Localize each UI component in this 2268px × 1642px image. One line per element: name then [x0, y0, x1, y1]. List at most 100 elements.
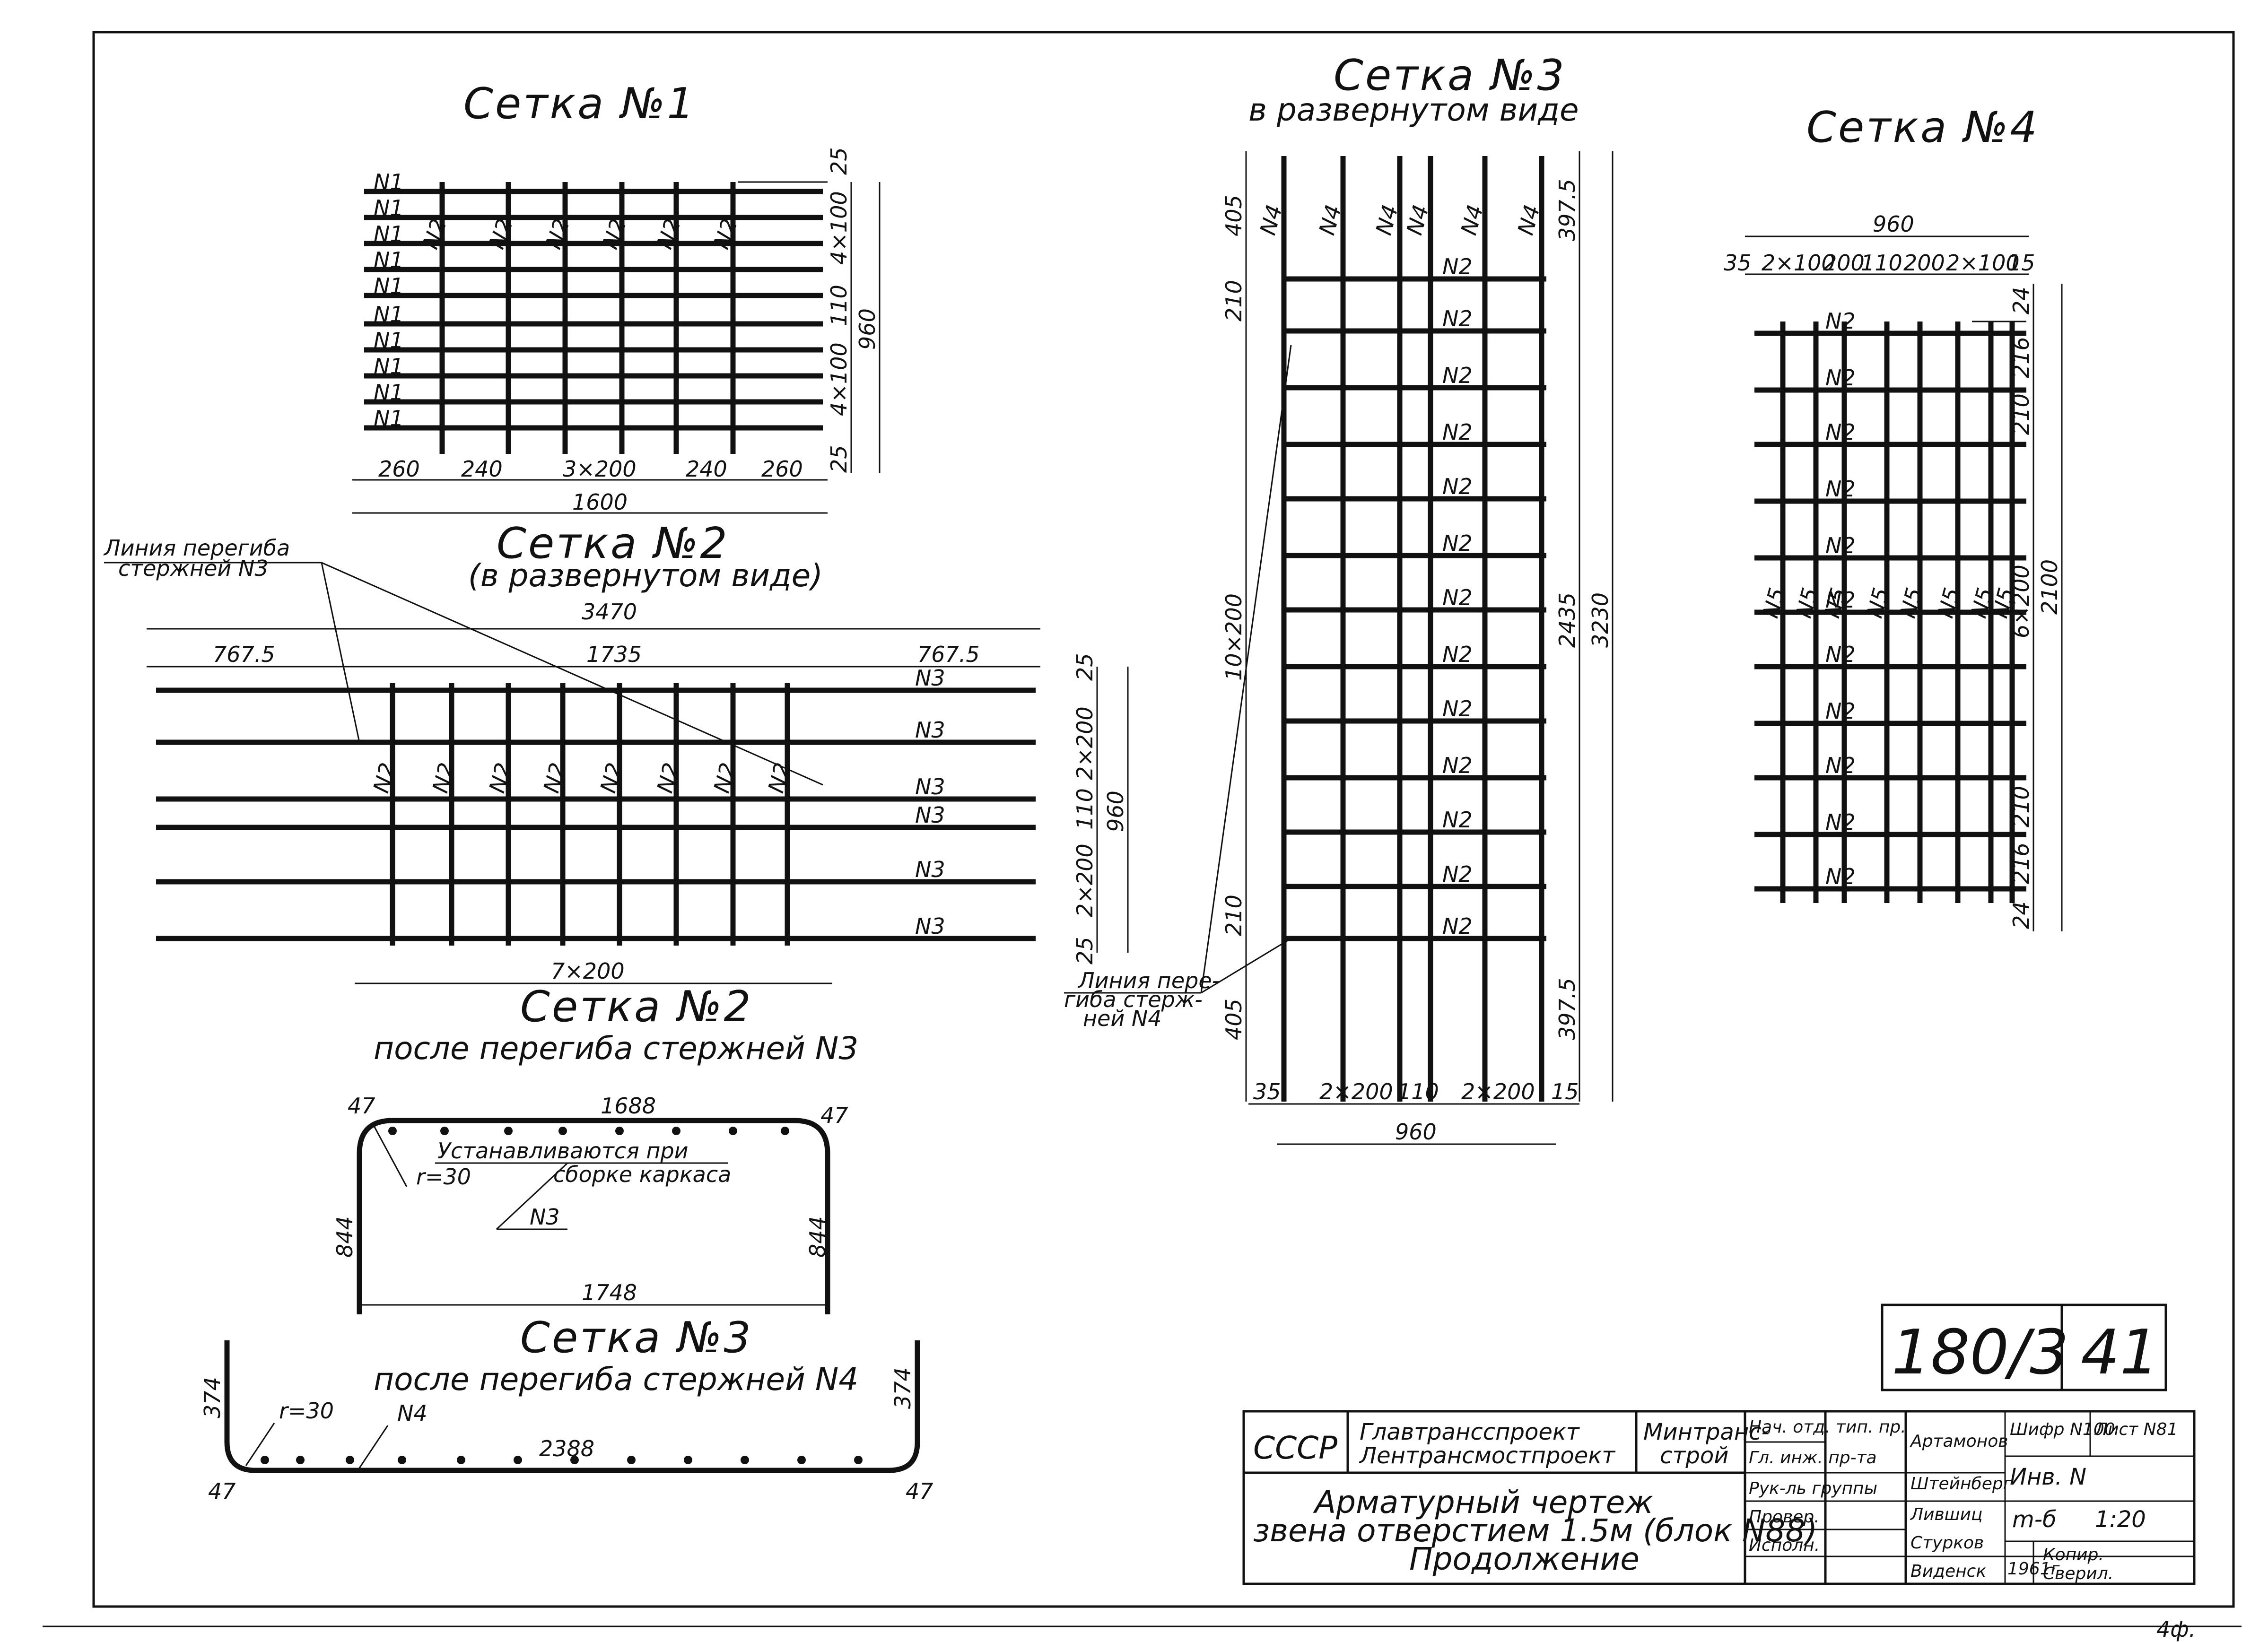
mesh-2-rdim-3: 110 — [1072, 788, 1098, 830]
title-block-frame — [1242, 1410, 2196, 1585]
mesh-4-label-n2: N2 — [1825, 753, 1856, 778]
mesh-2-bent-note-1: Устанавливаются при — [437, 1138, 689, 1164]
mesh-2-bent-dot — [615, 1127, 624, 1135]
mesh-3-bent-dim-corner-left: 47 — [208, 1478, 236, 1504]
mesh-4-label-n2: N2 — [1825, 809, 1856, 835]
tb-role-3: Рук-ль группы — [1749, 1479, 1877, 1498]
mesh-2-bent-radius-leader — [373, 1125, 408, 1187]
mesh-2-label-n3: N3 — [915, 857, 945, 882]
mesh-2-bent-title: Сетка №2 — [520, 982, 753, 1032]
mesh-2-bent-dim-corner-left: 47 — [348, 1093, 375, 1119]
mesh-3-ldim-1: 405 — [1221, 195, 1247, 236]
mesh-3-label-n2: N2 — [1442, 254, 1473, 279]
mesh-2-bent-bar-leader — [496, 1162, 568, 1230]
mesh-1-label-n1: N1 — [374, 302, 404, 327]
mesh-4-rdim-total: 2100 — [2037, 559, 2062, 615]
mesh-3-bend-note-3: ней N4 — [1083, 1006, 1162, 1031]
tb-inv: Инв. N — [2010, 1464, 2086, 1490]
mesh-4-dim-1: 35 — [1724, 250, 1752, 276]
format-label: 4ф. — [2156, 1616, 2196, 1642]
mesh-3-bent-dot — [346, 1456, 354, 1464]
mesh-3-dim-1: 35 — [1253, 1079, 1281, 1104]
mesh-1-label-n1: N1 — [374, 221, 404, 247]
mesh-3-label-n2: N2 — [1442, 913, 1473, 939]
mesh-2-rdim-1: 25 — [1072, 653, 1098, 681]
tb-sheet: Лист N81 — [2094, 1420, 2178, 1439]
mesh-4-rdim-3: 210 — [2008, 393, 2034, 435]
mesh-3-bent-dim-side-right: 374 — [890, 1367, 916, 1409]
mesh-1-dim-1: 260 — [378, 456, 420, 482]
mesh-2-rdim-2: 2×200 — [1072, 706, 1098, 780]
mesh-4-dim-5: 200 — [1903, 250, 1945, 276]
mesh-2-label-n2: N2 — [708, 760, 741, 795]
mesh-2-bent-dot — [672, 1127, 680, 1135]
mesh-2-rdim-5: 25 — [1072, 937, 1098, 964]
mesh-2-bent-dot — [729, 1127, 737, 1135]
mesh-4-rdim-5: 210 — [2008, 786, 2034, 827]
mesh-4-bars — [1754, 321, 2026, 903]
mesh-1-label-n2: N2 — [541, 215, 575, 252]
mesh-4-dim-4: 110 — [1861, 250, 1902, 276]
mesh-2-bent-dots — [388, 1127, 789, 1135]
tb-ministry-2: строй — [1660, 1442, 1728, 1469]
mesh-2-bent-dot — [781, 1127, 789, 1135]
mesh-2: Сетка №2 (в развернутом виде) 3470 767.5… — [103, 519, 1129, 984]
mesh-4-rdim-4: 6×200 — [2008, 565, 2034, 638]
mesh-1-label-n2: N2 — [597, 215, 632, 252]
mesh-3-rdim-3: 397.5 — [1554, 978, 1580, 1040]
mesh-3-dim-5: 15 — [1551, 1079, 1579, 1104]
mesh-4-rdim-2: 216 — [2008, 337, 2034, 378]
mesh-3-bent-dim-side-left: 374 — [200, 1377, 225, 1418]
mesh-2-label-n2: N2 — [595, 760, 628, 795]
mesh-1-dim-2: 240 — [461, 456, 503, 482]
mesh-2-label-n2: N2 — [538, 760, 571, 795]
mesh-1-rdim-5: 25 — [826, 445, 852, 473]
mesh-3-label-n2: N2 — [1442, 642, 1473, 667]
mesh-4-label-n2: N2 — [1825, 864, 1856, 889]
mesh-2-label-n3: N3 — [915, 913, 945, 939]
mesh-1-bars — [364, 181, 828, 454]
mesh-3-bend-note-1: Линия пере- — [1077, 968, 1220, 993]
tb-copy-2: Сверил. — [2043, 1564, 2113, 1583]
mesh-3-dim-4: 2×200 — [1461, 1079, 1535, 1104]
mesh-4-dim-3: 200 — [1823, 250, 1865, 276]
mesh-1-title: Сетка №1 — [463, 79, 696, 129]
mesh-1-label-n1: N1 — [374, 273, 404, 299]
mesh-3-bend-note-2: гиба стерж- — [1064, 987, 1203, 1012]
tb-copy-1: Копир. — [2043, 1545, 2104, 1564]
mesh-3-label-n2: N2 — [1442, 419, 1473, 445]
stamp: 180/3 41 — [1881, 1303, 2167, 1391]
mesh-2-bent-dot — [504, 1127, 513, 1135]
mesh-4-label-n2: N2 — [1825, 419, 1856, 445]
mesh-3-bent-bar-leader — [358, 1425, 389, 1468]
mesh-4-dim-2: 2×100 — [1762, 250, 1835, 276]
mesh-3-bars — [1281, 156, 1546, 1102]
mesh-2-bent-dim-top: 1688 — [601, 1093, 656, 1119]
mesh-2-dim-bottom: 7×200 — [551, 958, 625, 984]
mesh-1-dim-5: 260 — [761, 456, 803, 482]
mesh-2-label-n2: N2 — [484, 760, 516, 795]
mesh-1-rdim-1: 25 — [826, 147, 852, 175]
mesh-3-rdim-1: 397.5 — [1554, 179, 1580, 241]
mesh-1-dim-total: 1600 — [572, 489, 628, 515]
mesh-2-bend-leader-2 — [321, 562, 823, 786]
mesh-4-label-n2: N2 — [1825, 698, 1856, 724]
mesh-4-label-n2: N2 — [1825, 365, 1856, 391]
mesh-2-bent-dot — [558, 1127, 567, 1135]
mesh-4-rdim-1: 24 — [2008, 287, 2034, 314]
tb-role-2: Гл. инж. пр-та — [1749, 1448, 1877, 1468]
mesh-1-label-n2: N2 — [708, 215, 743, 252]
tb-year: 1961г — [2007, 1559, 2060, 1579]
mesh-2-bent-dim-side-right: 844 — [805, 1216, 830, 1258]
mesh-4-title: Сетка №4 — [1806, 103, 2039, 152]
mesh-3-dim-3: 110 — [1397, 1079, 1439, 1104]
mesh-2-bent-bar-label: N3 — [530, 1204, 560, 1230]
mesh-3-bent-dot — [457, 1456, 465, 1464]
mesh-2-rdim-total: 960 — [1103, 791, 1128, 832]
tb-role-1: Нач. отд. тип. пр. — [1749, 1417, 1906, 1437]
mesh-3-label-n2: N2 — [1442, 363, 1473, 388]
mesh-4-label-n2: N2 — [1825, 533, 1856, 558]
